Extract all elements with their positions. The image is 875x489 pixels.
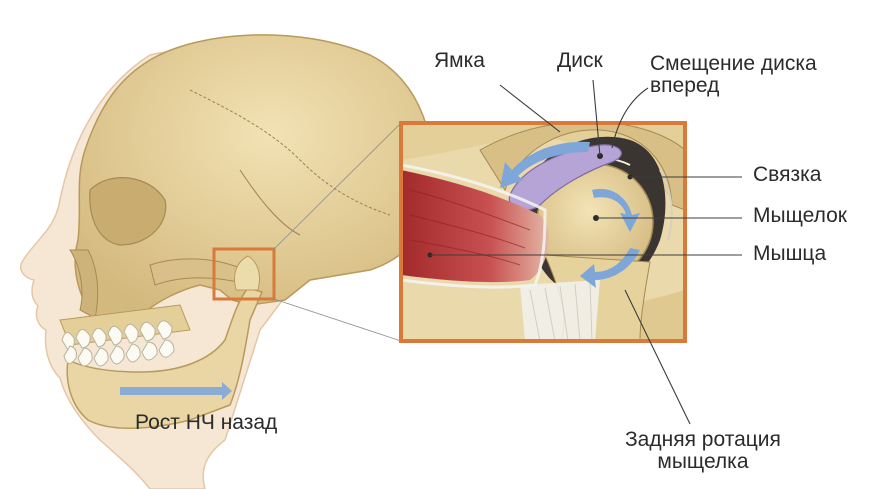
label-fossa: Ямка [434, 50, 485, 72]
label-disc-displacement-line1: Смещение диска [650, 53, 817, 75]
tmj-inset [401, 122, 685, 341]
label-ligament: Связка [753, 164, 821, 186]
connector-line-bottom [274, 299, 401, 341]
label-condyle-rotation: Задняя ротация мыщелка [625, 429, 781, 473]
label-disc: Диск [557, 50, 603, 72]
label-condyle-rotation-line2: мыщелка [625, 451, 781, 473]
label-disc-displacement: Смещение диска вперед [650, 53, 817, 97]
label-jaw-growth: Рост НЧ назад [135, 412, 277, 434]
label-condyle-rotation-line1: Задняя ротация [625, 429, 781, 451]
label-disc-displacement-line2: вперед [650, 75, 817, 97]
label-condyle: Мыщелок [753, 205, 847, 227]
label-muscle: Мышца [753, 243, 826, 265]
